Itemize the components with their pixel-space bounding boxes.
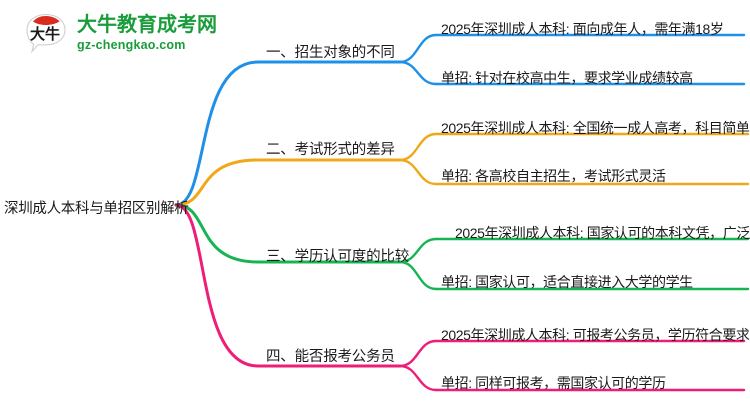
mindmap-leaf-node-4-1[interactable]: 2025年深圳成人本科: 可报考公务员，学历符合要求	[441, 327, 750, 343]
mindmap-leaf-node-4-2[interactable]: 单招: 同样可报考，需国家认可的学历	[441, 375, 666, 391]
mindmap-branch-node-3[interactable]: 三、学历认可度的比较	[266, 249, 409, 265]
logo-mark-icon: 大牛	[24, 12, 68, 54]
mindmap-leaf-node-3-1[interactable]: 2025年深圳成人本科: 国家认可的本科文凭，广泛应用	[455, 225, 750, 241]
mindmap-leaf-node-3-2[interactable]: 单招: 国家认可，适合直接进入大学的学生	[441, 274, 693, 290]
mindmap-leaf-node-1-2[interactable]: 单招: 针对在校高中生，要求学业成绩较高	[441, 70, 693, 86]
mindmap-branch-node-4[interactable]: 四、能否报考公务员	[266, 349, 395, 365]
svg-text:大牛: 大牛	[30, 25, 60, 43]
mindmap-leaf-node-2-2[interactable]: 单招: 各高校自主招生，考试形式灵活	[441, 168, 666, 184]
mindmap-leaf-node-2-1[interactable]: 2025年深圳成人本科: 全国统一成人高考，科目简单	[441, 120, 750, 136]
logo-domain: gz-chengkao.com	[77, 37, 186, 52]
mindmap-leaf-node-1-1[interactable]: 2025年深圳成人本科: 面向成年人，需年满18岁	[441, 21, 724, 37]
site-logo: 大牛 大牛教育成考网 gz-chengkao.com	[24, 12, 217, 54]
logo-title: 大牛教育成考网	[77, 13, 217, 36]
mindmap-branch-node-1[interactable]: 一、招生对象的不同	[266, 45, 395, 61]
mindmap-root-node[interactable]: 深圳成人本科与单招区别解析	[4, 201, 189, 217]
mindmap-branch-node-2[interactable]: 二、考试形式的差异	[266, 142, 395, 158]
